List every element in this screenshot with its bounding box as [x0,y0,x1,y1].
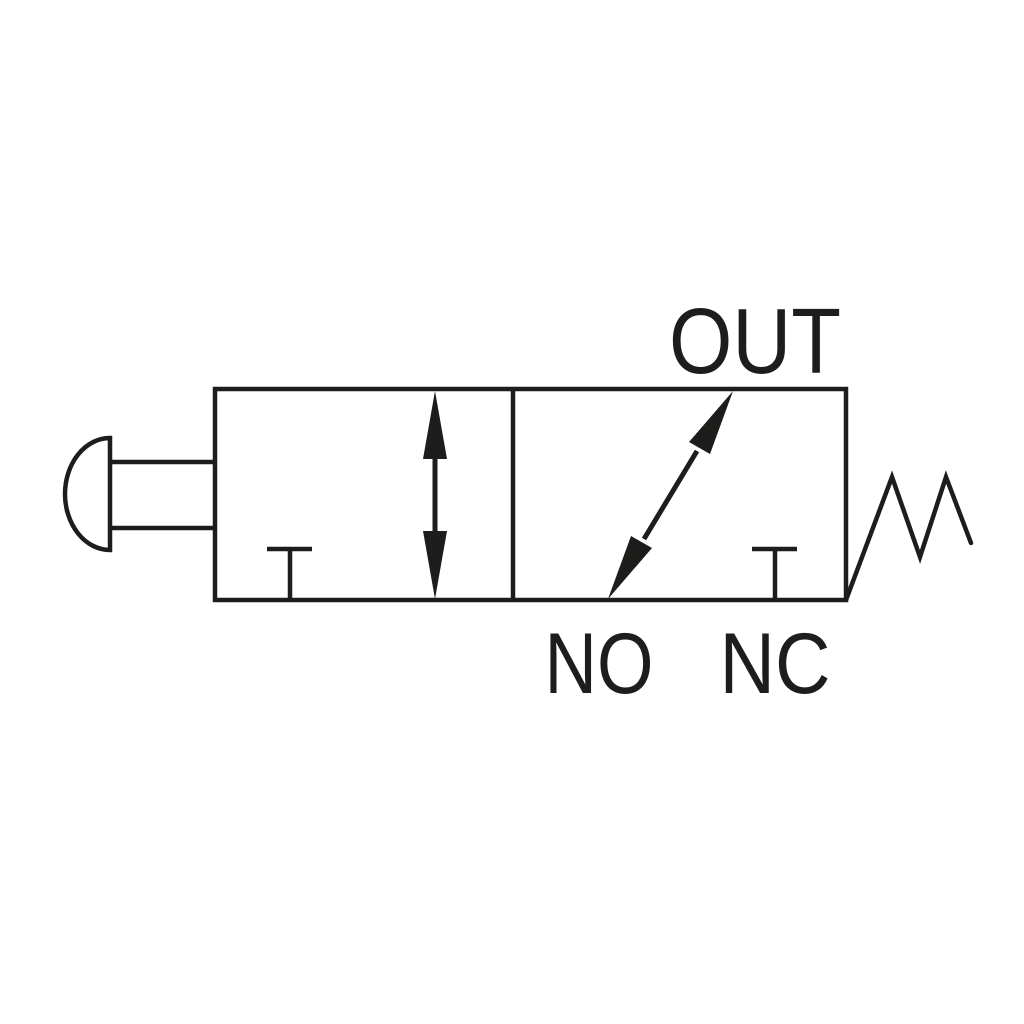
port-label-out: OUT [669,289,841,393]
flow-arrow-vertical-head-top [423,391,447,459]
port-label-no: NO [545,616,654,712]
flow-arrow-diagonal-icon [608,391,733,599]
spring-return-icon [843,470,974,603]
port-label-nc: NC [720,616,831,712]
flow-arrow-diagonal-shaft [641,449,700,541]
push-button-icon [62,435,215,553]
valve-body-outline [212,386,849,603]
flow-arrow-diagonal-head-bottom [608,536,652,599]
valve-body [212,386,849,603]
flow-arrow-vertical-icon [423,391,447,599]
flow-arrow-diagonal-head-top [689,391,733,454]
blocked-port-icon [752,546,797,600]
push-button-cap [62,435,113,553]
flow-arrow-vertical-head-bottom [423,531,447,599]
blocked-port-icon [267,546,312,600]
